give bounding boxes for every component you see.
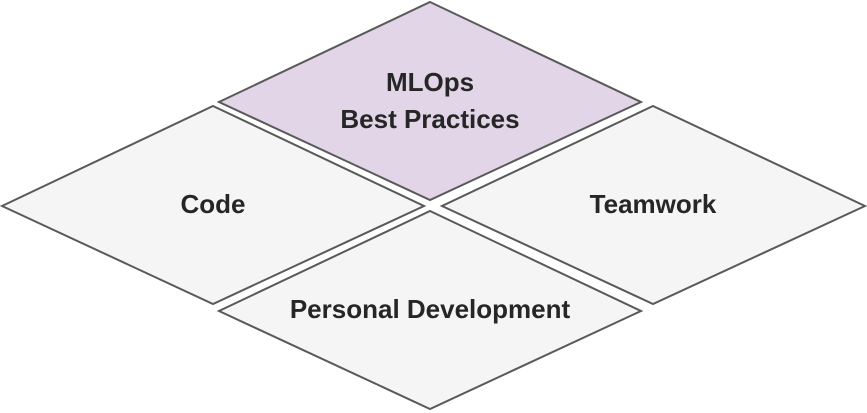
tile-teamwork-label: Teamwork [590,189,717,219]
tile-teamwork: Teamwork [439,104,867,306]
tile-mlops-best-practices-sublabel: Best Practices [340,104,519,134]
tile-code-label: Code [181,189,246,219]
tile-code-shape [0,104,427,306]
tile-personal-development-shape [216,209,644,411]
tile-teamwork-shape [439,104,867,306]
tile-personal-development-label: Personal Development [290,294,571,324]
tile-mlops-best-practices-shape [216,0,644,202]
tile-mlops-best-practices: MLOps Best Practices [216,0,644,202]
tile-personal-development: Personal Development [216,209,644,411]
tile-code: Code [0,104,427,306]
tile-mlops-best-practices-label: MLOps [386,67,474,97]
